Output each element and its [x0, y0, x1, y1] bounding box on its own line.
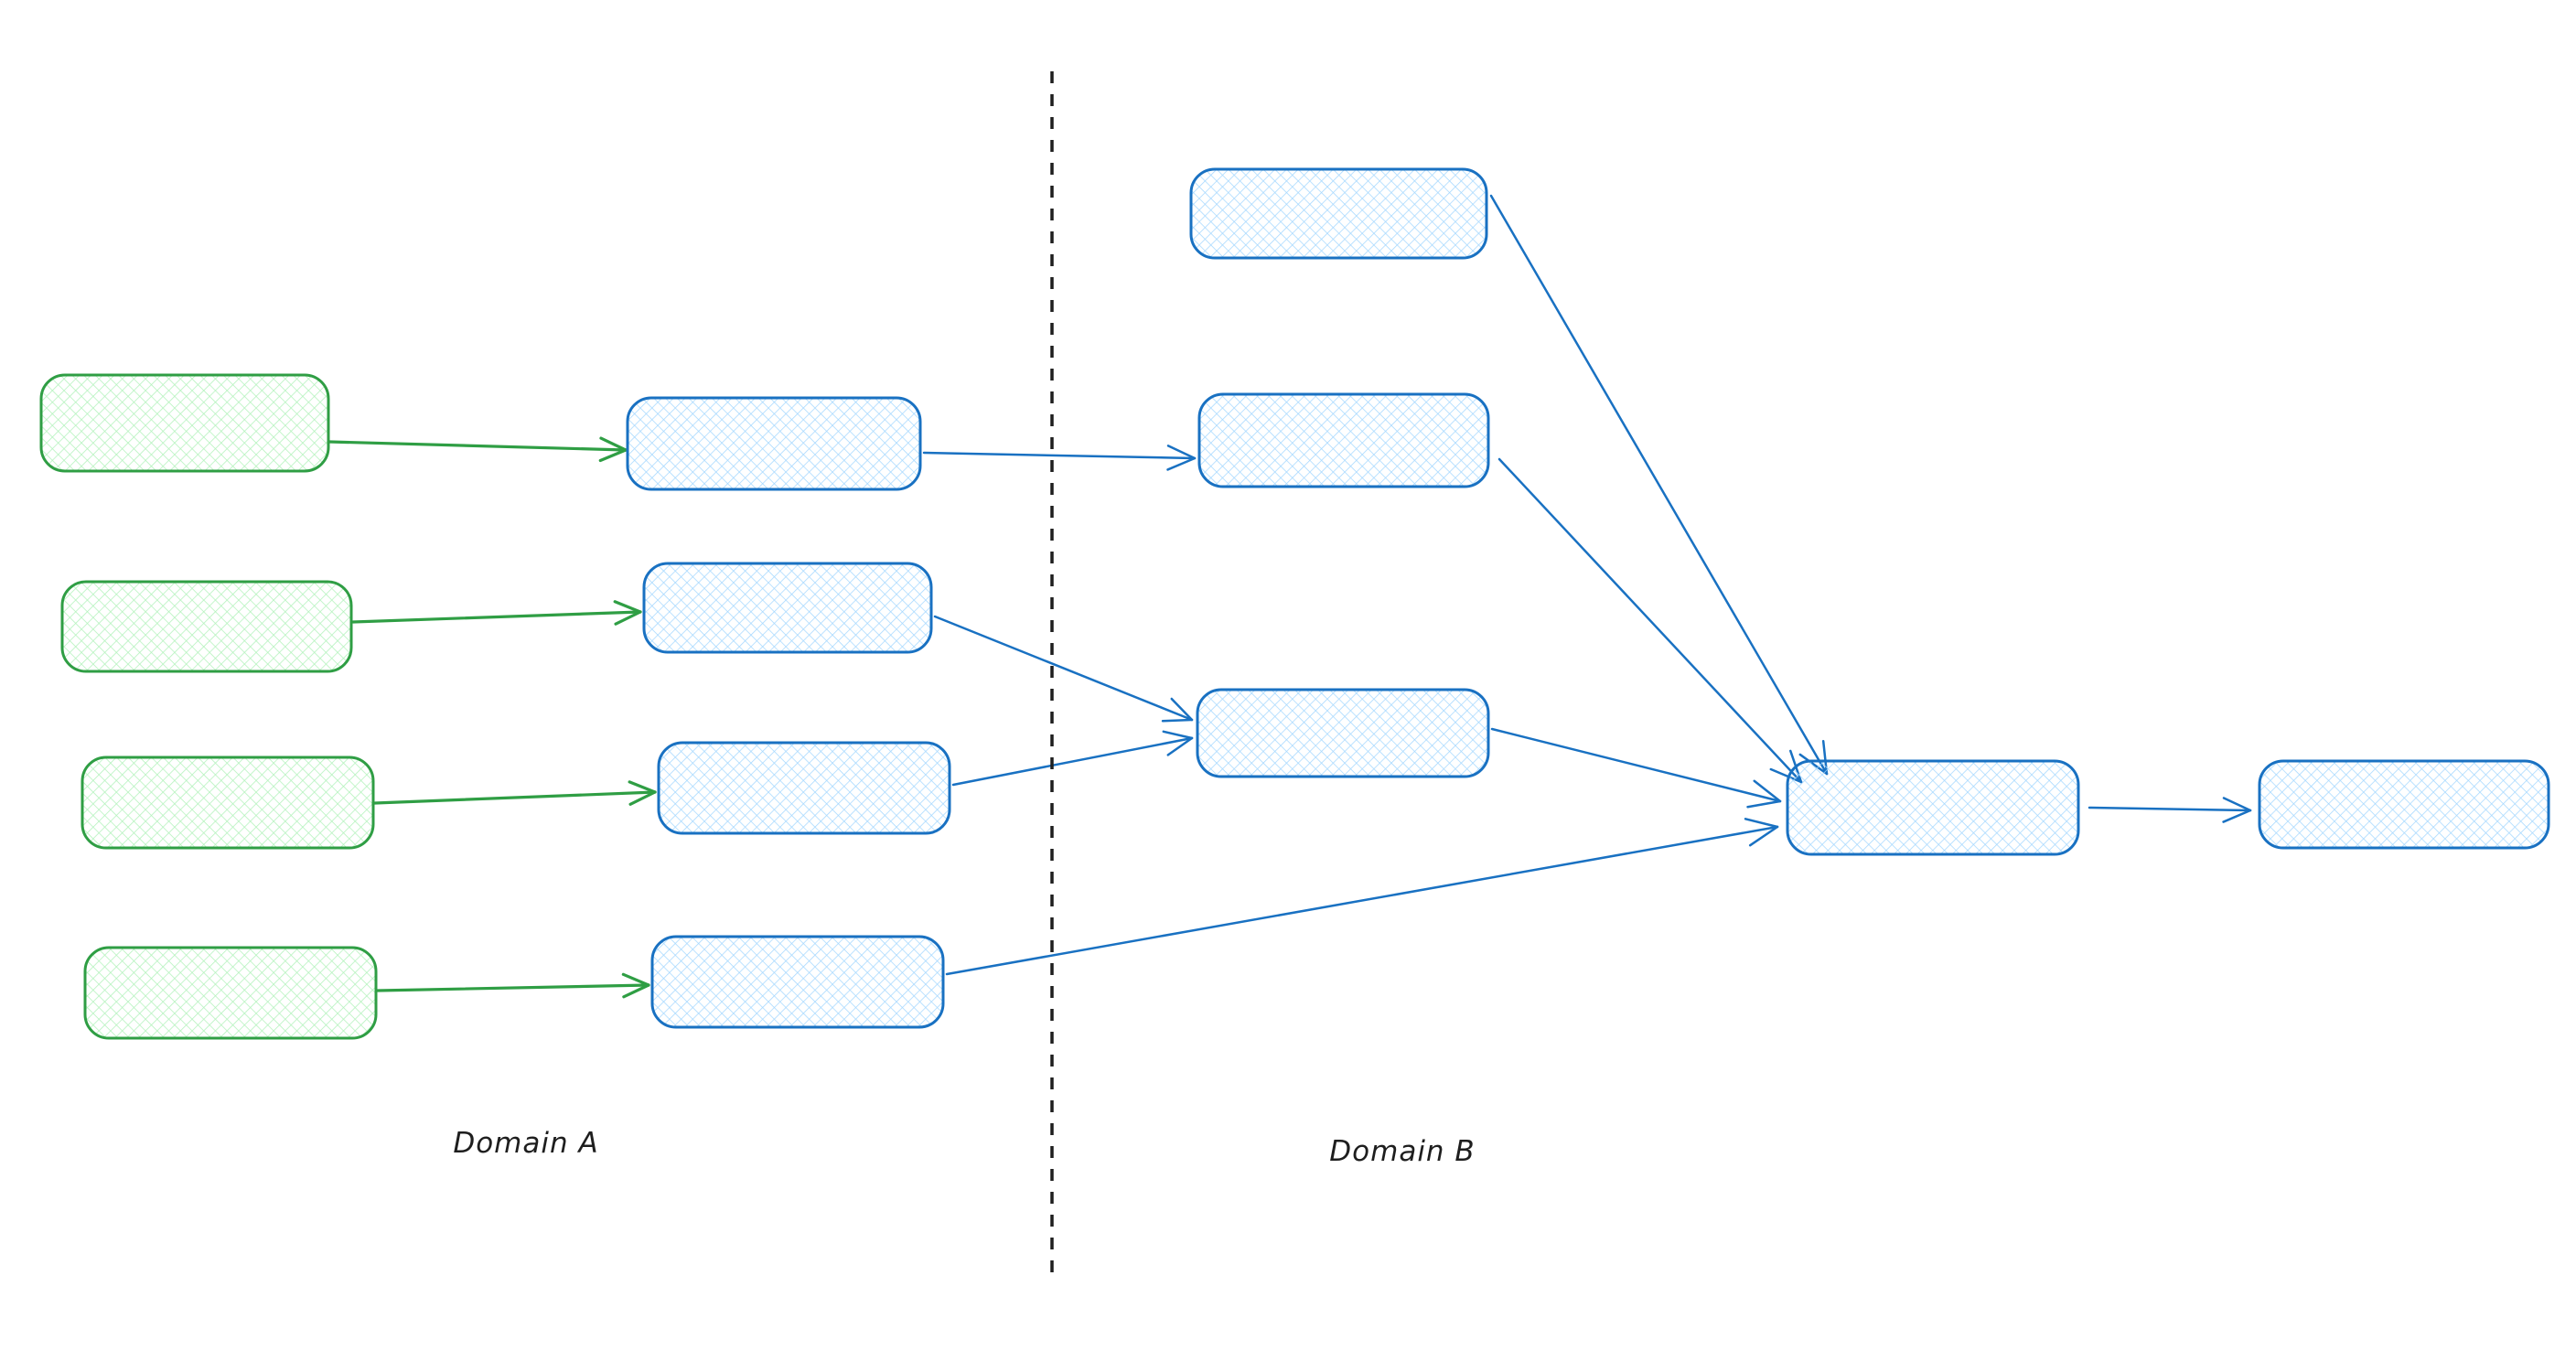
- domain-b-3-node[interactable]: [1196, 688, 1490, 778]
- domain-a-1-node[interactable]: [626, 396, 922, 491]
- domain-b-label: Domain B: [1329, 1135, 1476, 1168]
- source-3-node[interactable]: [80, 756, 375, 850]
- domain-b-2-node[interactable]: [1197, 392, 1490, 488]
- edge-domainB1-to-aggregator[interactable]: [1489, 194, 1829, 776]
- edge-domainA2-to-domainB3[interactable]: [933, 615, 1194, 723]
- domain-a-label: Domain A: [453, 1127, 599, 1160]
- edge-domainA4-to-aggregator[interactable]: [945, 818, 1779, 976]
- domain-a-3-node[interactable]: [657, 741, 951, 835]
- domain-a-4-node[interactable]: [650, 935, 945, 1029]
- edge-source3-to-domainA3[interactable]: [373, 780, 657, 806]
- source-4-node[interactable]: [83, 946, 378, 1040]
- edge-source2-to-domainA2[interactable]: [351, 600, 642, 626]
- source-1-node[interactable]: [39, 373, 330, 473]
- domain-b-1-node[interactable]: [1189, 167, 1488, 260]
- aggregator-node[interactable]: [1786, 759, 2080, 856]
- edge-source4-to-domainA4[interactable]: [376, 972, 650, 999]
- edge-domainB2-to-aggregator[interactable]: [1497, 457, 1803, 784]
- edge-domainA3-to-domainB3[interactable]: [951, 730, 1194, 787]
- node-layer: [39, 167, 2550, 1040]
- edge-source1-to-domainA1[interactable]: [327, 436, 628, 463]
- edge-domainA1-to-domainB2[interactable]: [922, 445, 1197, 471]
- edge-aggregator-to-output[interactable]: [2088, 797, 2252, 823]
- source-2-node[interactable]: [60, 580, 353, 673]
- edge-domainB3-to-aggregator[interactable]: [1490, 727, 1782, 809]
- output-node[interactable]: [2258, 759, 2550, 850]
- domain-a-2-node[interactable]: [642, 562, 933, 654]
- edge-layer: [327, 194, 2252, 999]
